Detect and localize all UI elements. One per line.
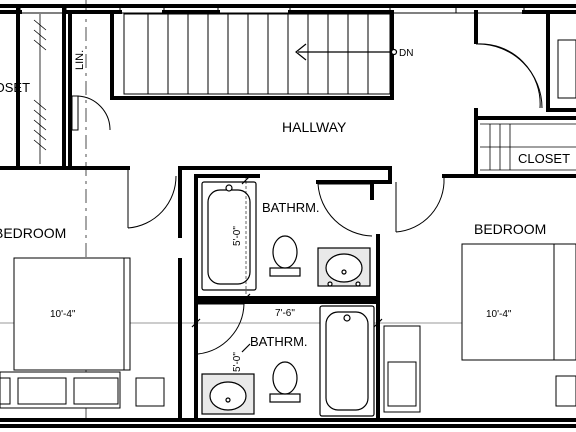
stair-direction-arrow <box>295 43 398 61</box>
room-label-closet-right: CLOSET <box>518 151 570 166</box>
stair-label: DN <box>399 48 413 59</box>
lower-bathtub <box>319 305 375 417</box>
left-closet-hatch <box>33 14 47 164</box>
dim-bedroom-right: 10'-4" <box>486 309 512 320</box>
dim-bath-width: 7'-6" <box>275 308 295 319</box>
right-closet-rod <box>480 123 576 171</box>
doors <box>127 43 541 355</box>
dimension-ticks <box>191 175 383 353</box>
lower-toilet <box>269 361 301 403</box>
right-bed <box>461 243 576 361</box>
room-label-bath-lower: BATHRM. <box>250 334 308 349</box>
dim-bath-lower-depth: 5'-0" <box>232 352 243 372</box>
dim-bedroom-left: 10'-4" <box>50 309 76 320</box>
room-label-bedroom-left: BEDROOM <box>0 225 66 241</box>
stairs <box>123 13 391 95</box>
linen-door <box>71 95 111 131</box>
room-label-bath-upper: BATHRM. <box>262 200 320 215</box>
room-label-bedroom-right: BEDROOM <box>474 221 546 237</box>
left-dresser <box>0 371 165 409</box>
room-label-hallway: HALLWAY <box>282 119 347 135</box>
lower-sink <box>201 373 255 415</box>
upper-toilet <box>269 235 301 277</box>
dim-bath-upper-depth: 5'-0" <box>232 226 243 246</box>
left-bed <box>13 257 131 371</box>
right-nightstand <box>383 325 576 413</box>
upper-bathtub <box>201 181 257 291</box>
walls <box>0 4 576 428</box>
windows <box>19 4 525 14</box>
room-label-linen: LIN. <box>74 50 86 70</box>
closet-door-right <box>477 39 576 109</box>
room-label-closet-left: CLOSET <box>0 80 30 95</box>
upper-sink <box>317 247 371 287</box>
